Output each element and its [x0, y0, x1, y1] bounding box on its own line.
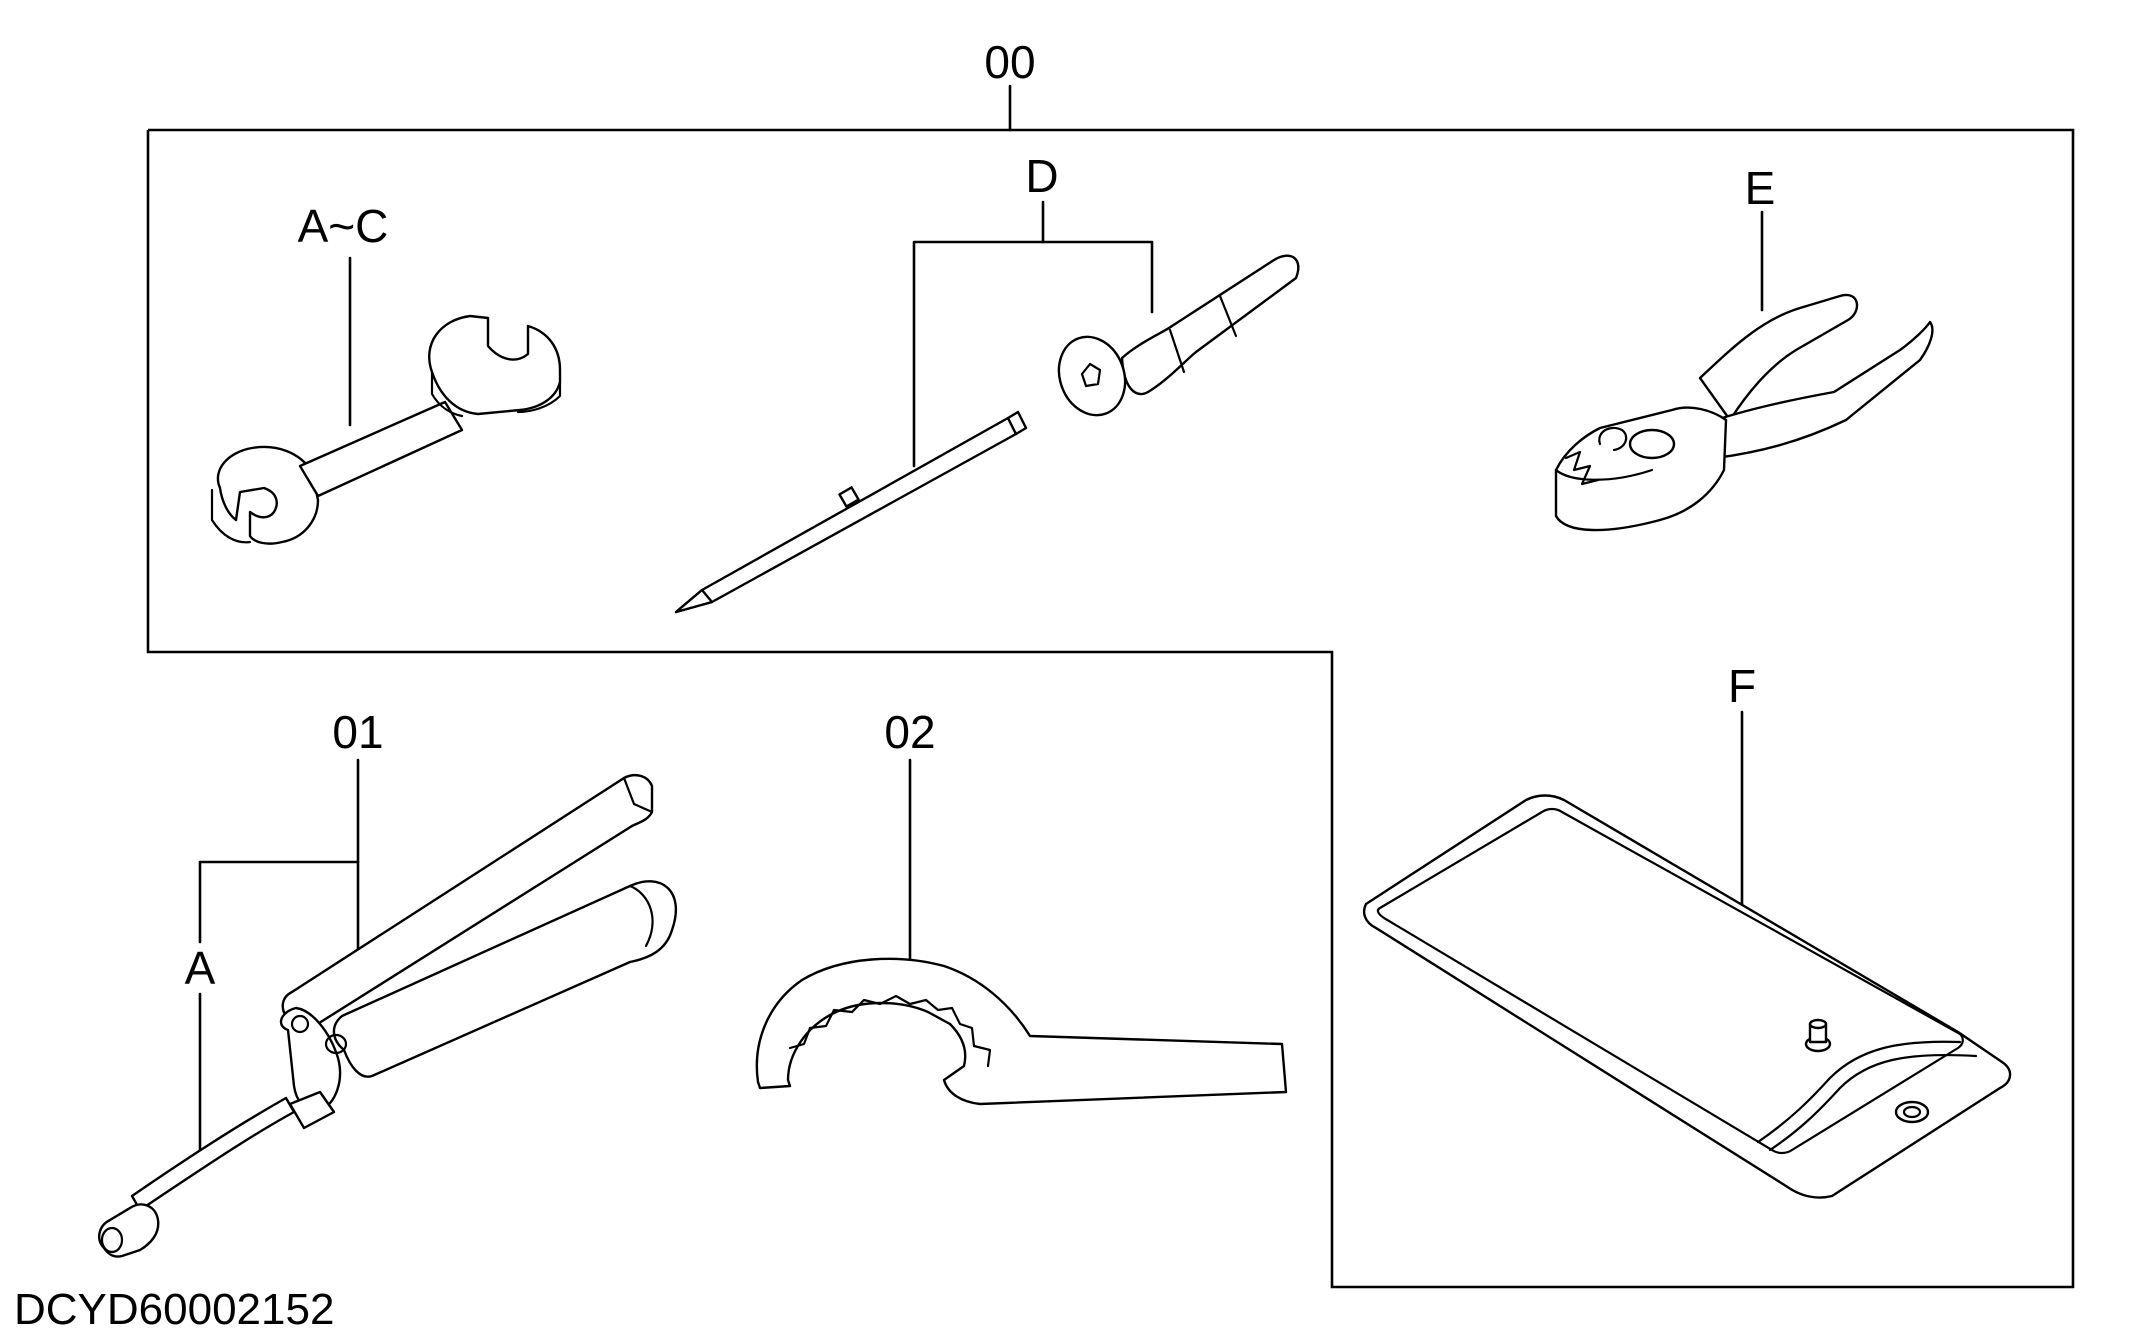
- hook-wrench: [755, 758, 1288, 1106]
- label-pouch: F: [1728, 660, 1756, 712]
- label-pliers: E: [1745, 162, 1776, 214]
- open-end-wrench: [210, 256, 562, 545]
- screwdriver: [674, 200, 1300, 614]
- document-id: DCYD60002152: [14, 1285, 334, 1334]
- label-grease-gun-hose: A: [185, 942, 216, 994]
- tool-pouch: [1362, 710, 2012, 1199]
- kit-frame: [146, 84, 2075, 1289]
- label-kit: 00: [984, 36, 1035, 88]
- label-grease-gun: 01: [332, 706, 383, 758]
- label-hook-wrench: 02: [884, 706, 935, 758]
- label-screwdriver: D: [1025, 150, 1058, 202]
- grease-gun: [98, 758, 678, 1258]
- label-wrenches: A~C: [298, 200, 389, 252]
- pliers: [1554, 210, 1934, 532]
